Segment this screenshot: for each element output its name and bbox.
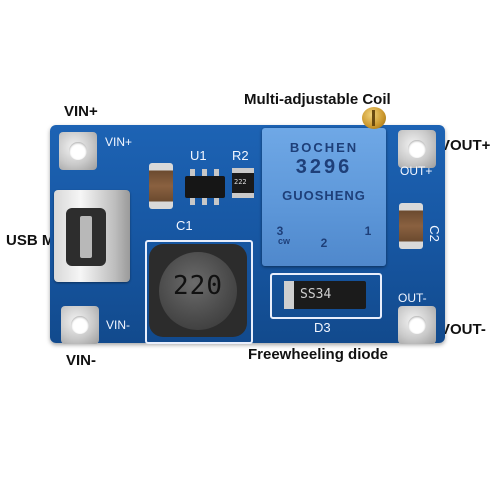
- inductor-value: 220: [173, 271, 223, 301]
- diode-cathode-band: [284, 281, 294, 309]
- freewheeling-diode-label: Freewheeling diode: [248, 346, 389, 363]
- u1-pin: [190, 169, 195, 176]
- adjustment-screw: [362, 107, 386, 129]
- vin-minus-label: VIN-: [66, 352, 96, 369]
- diode-outline: [270, 273, 382, 319]
- silk-c1: C1: [176, 218, 193, 233]
- inductor-coil: 220: [149, 244, 247, 337]
- silk-out-minus: OUT-: [398, 291, 427, 305]
- u1-pin: [214, 169, 219, 176]
- vout-minus-pad: [398, 306, 436, 344]
- vin-plus-pad: [59, 132, 97, 170]
- diode-code: SS34: [300, 287, 332, 302]
- silk-vin-minus: VIN-: [106, 318, 130, 332]
- usb-micro-connector: [54, 190, 130, 282]
- u1-pin: [214, 198, 219, 205]
- silk-r2: R2: [232, 148, 249, 163]
- silk-vin-plus: VIN+: [105, 135, 133, 149]
- pot-model: 3296: [295, 156, 353, 178]
- u1-pin: [190, 198, 195, 205]
- u1-chip: [185, 176, 225, 198]
- silk-d3: D3: [314, 320, 331, 335]
- inductor-core: [159, 252, 237, 330]
- u1-pin: [202, 169, 207, 176]
- multi-adjustable-coil-label: Multi-adjustable Coil: [244, 91, 391, 108]
- vout-minus-label: VOUT-: [440, 321, 486, 338]
- pot-maker: GUOSHENG: [282, 188, 366, 203]
- trimmer-potentiometer: BOCHEN 3296 GUOSHENG 3 cw 2 1: [262, 128, 386, 266]
- silk-out-plus: OUT+: [400, 164, 433, 178]
- vin-minus-pad: [61, 306, 99, 344]
- silk-u1: U1: [190, 148, 207, 163]
- vout-plus-label: VOUT+: [440, 137, 491, 154]
- pot-brand: BOCHEN: [289, 140, 359, 155]
- r2-resistor: 222: [232, 168, 254, 198]
- freewheeling-diode: SS34: [284, 281, 366, 309]
- usb-tongue: [80, 216, 92, 258]
- vin-plus-label: VIN+: [64, 103, 98, 120]
- pot-cw: cw: [277, 236, 290, 246]
- input-capacitor: [149, 163, 173, 209]
- pot-pin2: 2: [320, 236, 328, 250]
- resistor-code: 222: [234, 178, 247, 186]
- pot-pin1: 1: [364, 224, 372, 238]
- usb-port-opening: [66, 208, 106, 266]
- u1-pin: [202, 198, 207, 205]
- pot-pin3: 3: [276, 224, 284, 238]
- vout-plus-pad: [398, 130, 436, 168]
- inductor-outline: [145, 240, 253, 344]
- output-capacitor-c2: [399, 203, 423, 249]
